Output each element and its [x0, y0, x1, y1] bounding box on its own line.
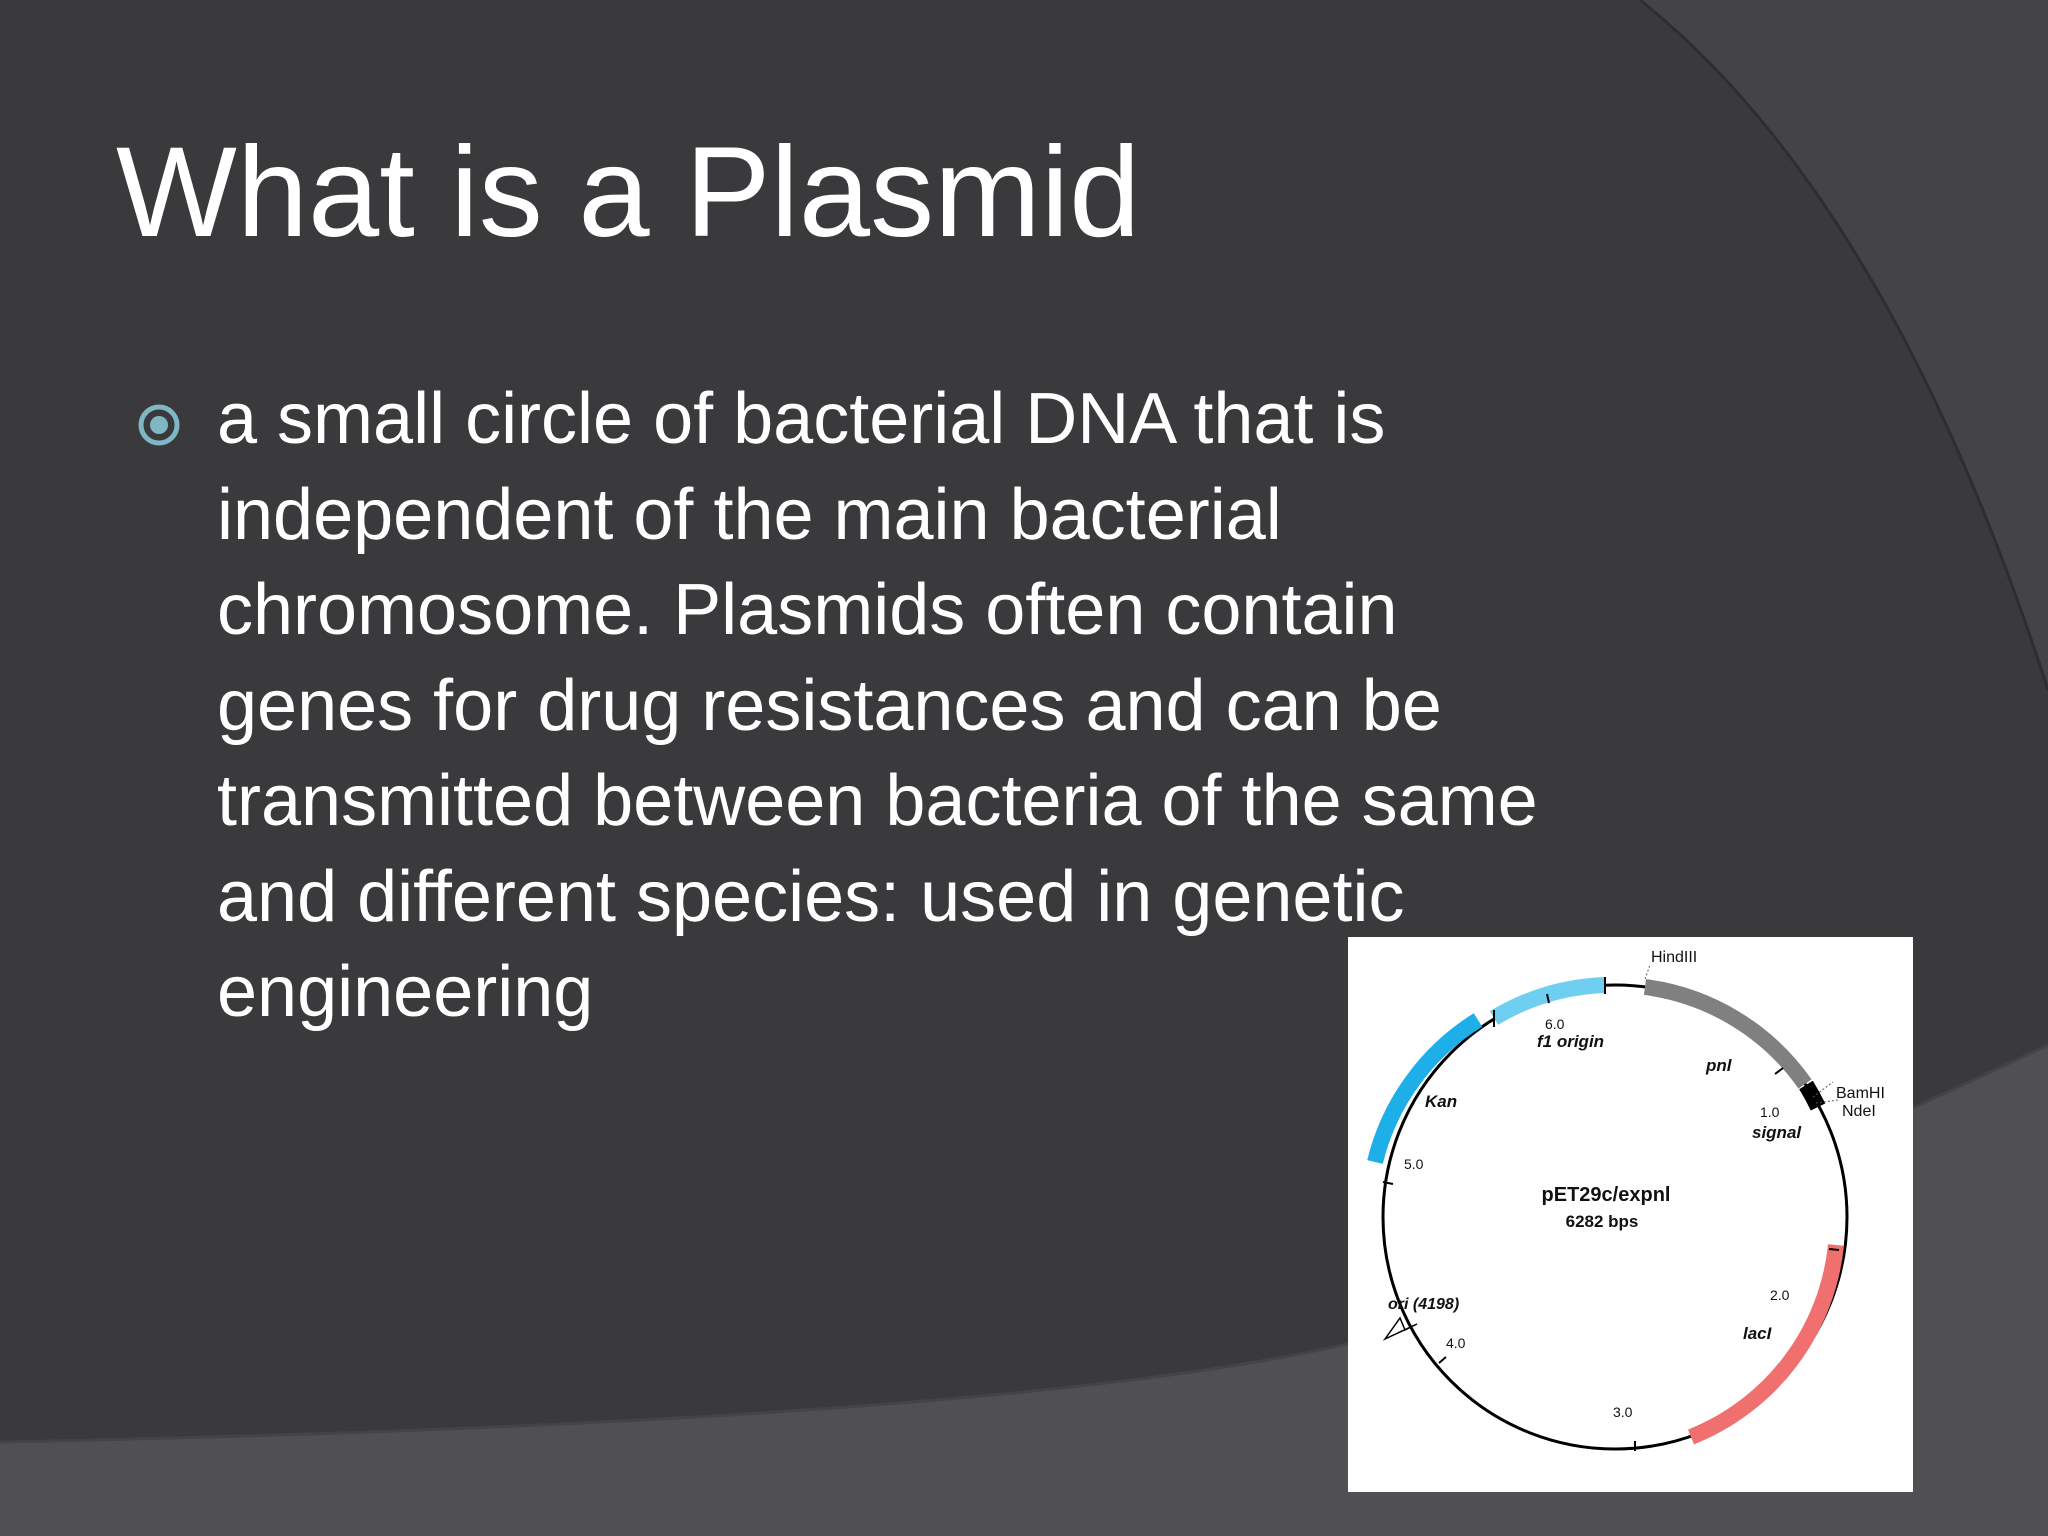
- tick-1: [1774, 1067, 1784, 1075]
- tick-2: [1828, 1248, 1840, 1251]
- pnl-label: pnl: [1705, 1056, 1733, 1075]
- ndei-site-label: NdeI: [1842, 1103, 1876, 1120]
- f1-origin-label: f1 origin: [1537, 1032, 1604, 1051]
- plasmid-map-figure: pET29c/expnl 6282 bps 6.0 1.0 2.0 3.0 4.…: [1348, 937, 1913, 1492]
- bullet-text: a small circle of bacterial DNA that is …: [217, 379, 1538, 1032]
- pnl-arc: [1643, 979, 1812, 1089]
- signal-label: signal: [1752, 1123, 1802, 1142]
- plasmid-backbone: [1381, 983, 1849, 1451]
- scale-label-2: 2.0: [1770, 1287, 1790, 1303]
- scale-label-1: 1.0: [1760, 1104, 1780, 1120]
- laci-label: lacI: [1743, 1324, 1773, 1343]
- kan-label: Kan: [1425, 1092, 1457, 1111]
- signal-arc: [1799, 1080, 1826, 1111]
- hindiii-site-label: HindIII: [1651, 949, 1697, 966]
- slide-title: What is a Plasmid: [116, 121, 1141, 264]
- kan-arc: [1367, 1013, 1483, 1164]
- ori-arrow-icon: [1382, 1316, 1418, 1341]
- bullet-ring-icon: [138, 404, 180, 446]
- scale-label-4: 4.0: [1446, 1335, 1466, 1351]
- tick-6: [1546, 993, 1550, 1004]
- tick-5: [1382, 1181, 1394, 1185]
- plasmid-size: 6282 bps: [1566, 1212, 1639, 1231]
- plasmid-name: pET29c/expnl: [1542, 1184, 1671, 1206]
- tick-4: [1438, 1356, 1447, 1364]
- bamhi-site-label: BamHI: [1836, 1085, 1885, 1102]
- laci-arc: [1688, 1244, 1844, 1445]
- top-right-arc-shape: [1640, 0, 2048, 690]
- ori-label: ori (4198): [1388, 1296, 1459, 1313]
- scale-label-3: 3.0: [1613, 1404, 1633, 1420]
- scale-label-5: 5.0: [1404, 1156, 1424, 1172]
- scale-label-6: 6.0: [1545, 1016, 1565, 1032]
